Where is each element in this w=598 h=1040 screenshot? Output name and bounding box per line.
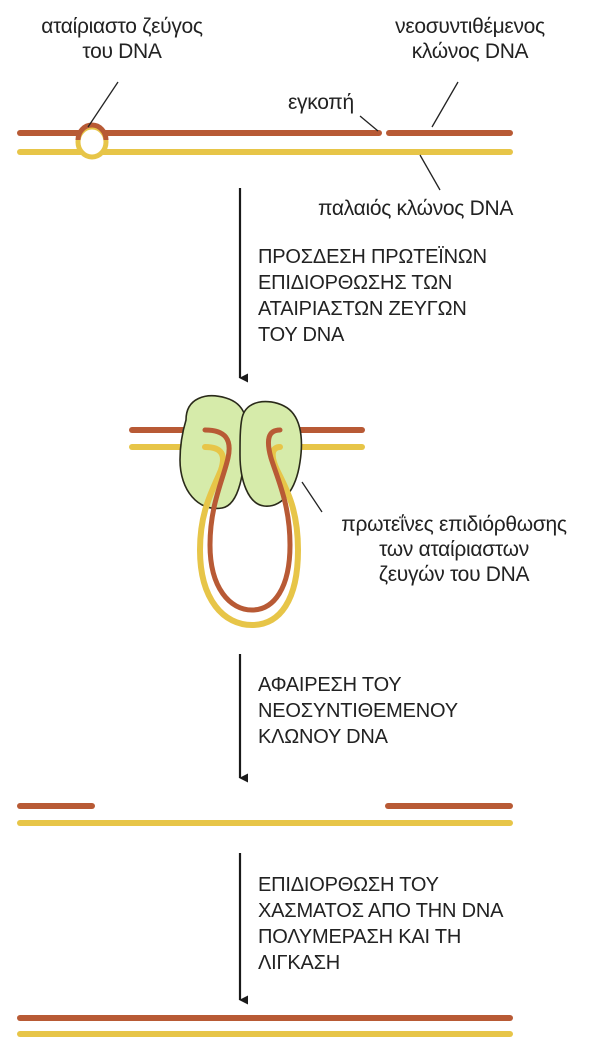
protein-leader <box>302 482 322 512</box>
new-strand-label-line-2: κλώνος DNA <box>360 39 580 64</box>
step-3-line-2: ΧΑΣΜΑΤΟΣ ΑΠΟ ΤΗΝ DNA <box>258 898 503 924</box>
mismatch-label: αταίριαστο ζεύγος του DNA <box>12 14 232 64</box>
step-2-text: ΑΦΑΙΡΕΣΗ ΤΟΥ ΝΕΟΣΥΝΤΙΘΕΜΕΝΟΥ ΚΛΩΝΟΥ DNA <box>258 672 458 750</box>
stage-3-excision <box>20 806 510 823</box>
step-3-text: ΕΠΙΔΙΟΡΘΩΣΗ ΤΟΥ ΧΑΣΜΑΤΟΣ ΑΠΟ ΤΗΝ DNA ΠΟΛ… <box>258 872 503 976</box>
step-1-line-1: ΠΡΟΣΔΕΣΗ ΠΡΩΤΕΪΝΩΝ <box>258 244 487 270</box>
new-strand-leader <box>432 82 458 127</box>
step-1-line-2: ΕΠΙΔΙΟΡΘΩΣΗΣ ΤΩΝ <box>258 270 487 296</box>
mismatch-leader <box>88 82 118 127</box>
step-3-line-4: ΛΙΓΚΑΣΗ <box>258 950 503 976</box>
new-strand-label-line-1: νεοσυντιθέμενος <box>360 14 580 39</box>
new-strand-label: νεοσυντιθέμενος κλώνος DNA <box>360 14 580 64</box>
mismatch-label-line-1: αταίριαστο ζεύγος <box>12 14 232 39</box>
step-1-text: ΠΡΟΣΔΕΣΗ ΠΡΩΤΕΪΝΩΝ ΕΠΙΔΙΟΡΘΩΣΗΣ ΤΩΝ ΑΤΑΙ… <box>258 244 487 348</box>
nick-label: εγκοπή <box>288 90 354 115</box>
step-1-line-4: ΤΟΥ DNA <box>258 322 487 348</box>
step-3-line-1: ΕΠΙΔΙΟΡΘΩΣΗ ΤΟΥ <box>258 872 503 898</box>
old-strand-leader <box>420 155 440 190</box>
step-3-line-3: ΠΟΛΥΜΕΡΑΣΗ ΚΑΙ ΤΗ <box>258 924 503 950</box>
nick-leader <box>360 116 378 131</box>
step-2-line-2: ΝΕΟΣΥΝΤΙΘΕΜΕΝΟΥ <box>258 698 458 724</box>
old-strand-label: παλαιός κλώνος DNA <box>318 196 513 221</box>
proteins-label-line-1: πρωτεΐνες επιδιόρθωσης <box>316 512 592 537</box>
old-strand-label-text: παλαιός κλώνος DNA <box>318 196 513 221</box>
stage-1-dna <box>20 82 510 190</box>
step-2-line-1: ΑΦΑΙΡΕΣΗ ΤΟΥ <box>258 672 458 698</box>
step-2-line-3: ΚΛΩΝΟΥ DNA <box>258 724 458 750</box>
proteins-label-line-2: των αταίριαστων <box>316 537 592 562</box>
stage-4-repaired <box>20 1018 510 1034</box>
stage-2-repair-complex <box>132 396 362 625</box>
proteins-label: πρωτεΐνες επιδιόρθωσης των αταίριαστων ζ… <box>316 512 592 587</box>
nick-label-text: εγκοπή <box>288 90 354 115</box>
mismatch-label-line-2: του DNA <box>12 39 232 64</box>
step-1-line-3: ΑΤΑΙΡΙΑΣΤΩΝ ΖΕΥΓΩΝ <box>258 296 487 322</box>
proteins-label-line-3: ζευγών του DNA <box>316 562 592 587</box>
